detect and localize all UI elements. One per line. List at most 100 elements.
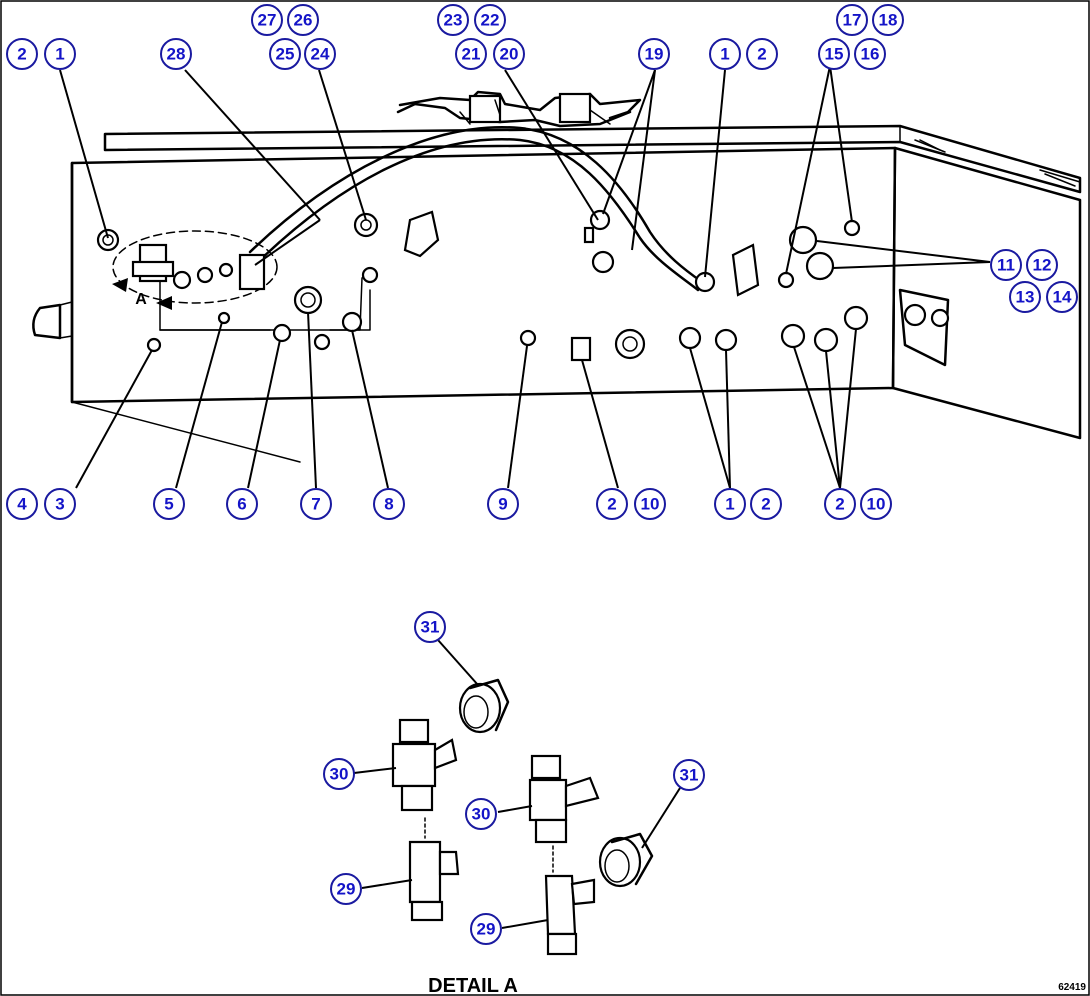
union-fitting-top — [458, 678, 510, 734]
callout-30-left: 30 — [323, 758, 355, 790]
callout-13: 13 — [1009, 281, 1041, 313]
callout-2-label: 2 — [17, 45, 26, 64]
callout-1-label: 1 — [55, 45, 64, 64]
callout-23: 23 — [437, 4, 469, 36]
callout-24: 24 — [304, 38, 336, 70]
tee-fitting-left — [391, 718, 458, 812]
callout-30-label: 30 — [330, 765, 349, 784]
callout-12-label: 12 — [1033, 256, 1052, 275]
cabinet-top-lid — [103, 124, 1082, 194]
callout-31-top: 31 — [414, 611, 446, 643]
callout-20: 20 — [493, 38, 525, 70]
callout-26-label: 26 — [294, 11, 313, 30]
callout-3: 3 — [44, 488, 76, 520]
callout-11: 11 — [990, 249, 1022, 281]
callout-2-label: 2 — [835, 495, 844, 514]
callout-4: 4 — [6, 488, 38, 520]
callout-2-top-right: 2 — [746, 38, 778, 70]
tee-fitting-right — [528, 754, 600, 844]
callout-2-label: 2 — [607, 495, 616, 514]
union-fitting-right — [598, 832, 654, 888]
cabinet-side-door — [891, 146, 1082, 440]
callout-1-bottom: 1 — [714, 488, 746, 520]
callout-25: 25 — [269, 38, 301, 70]
callout-25-label: 25 — [276, 45, 295, 64]
callout-2-top-left: 2 — [6, 38, 38, 70]
callout-28: 28 — [160, 38, 192, 70]
callout-17-label: 17 — [843, 11, 862, 30]
callout-10-bottom-mid: 10 — [634, 488, 666, 520]
callout-18: 18 — [872, 4, 904, 36]
callout-17: 17 — [836, 4, 868, 36]
cabinet-front-panel — [70, 146, 897, 404]
callout-2-bottom-right-a: 2 — [750, 488, 782, 520]
callout-12: 12 — [1026, 249, 1058, 281]
callout-21: 21 — [455, 38, 487, 70]
callout-16: 16 — [854, 38, 886, 70]
callout-27-label: 27 — [258, 11, 277, 30]
callout-2-bottom-right-b: 2 — [824, 488, 856, 520]
callout-8-label: 8 — [384, 495, 393, 514]
callout-27: 27 — [251, 4, 283, 36]
callout-14-label: 14 — [1053, 288, 1072, 307]
callout-7-label: 7 — [311, 495, 320, 514]
figure-id: 62419 — [1058, 982, 1086, 993]
view-a-label: A — [135, 291, 147, 308]
elbow-fitting-right — [544, 845, 596, 956]
detail-a-drawing — [391, 678, 654, 956]
callout-4-label: 4 — [17, 495, 27, 514]
callout-26: 26 — [287, 4, 319, 36]
callout-29-label: 29 — [477, 920, 496, 939]
callout-18-label: 18 — [879, 11, 898, 30]
callout-2-label: 2 — [761, 495, 770, 514]
callout-9: 9 — [487, 488, 519, 520]
callout-13-label: 13 — [1016, 288, 1035, 307]
elbow-fitting-left — [408, 817, 460, 922]
callout-29-left: 29 — [330, 873, 362, 905]
callout-22-label: 22 — [481, 11, 500, 30]
callout-30-right: 30 — [465, 798, 497, 830]
callout-15: 15 — [818, 38, 850, 70]
callout-29-right: 29 — [470, 913, 502, 945]
callout-23-label: 23 — [444, 11, 463, 30]
callout-2-label: 2 — [757, 45, 766, 64]
callout-10-bottom-right: 10 — [860, 488, 892, 520]
callout-5: 5 — [153, 488, 185, 520]
callout-19: 19 — [638, 38, 670, 70]
callout-20-label: 20 — [500, 45, 519, 64]
callout-19-label: 19 — [645, 45, 664, 64]
callout-31-right: 31 — [673, 759, 705, 791]
callout-6: 6 — [226, 488, 258, 520]
callout-28-label: 28 — [167, 45, 186, 64]
callout-15-label: 15 — [825, 45, 844, 64]
callout-31-label: 31 — [680, 766, 699, 785]
callout-1-top-right: 1 — [709, 38, 741, 70]
callout-21-label: 21 — [462, 45, 481, 64]
callout-30-label: 30 — [472, 805, 491, 824]
leader-lines — [59, 65, 991, 929]
callout-24-label: 24 — [311, 45, 330, 64]
callout-1-label: 1 — [725, 495, 734, 514]
callout-11-label: 11 — [997, 256, 1015, 275]
callout-7: 7 — [300, 488, 332, 520]
callout-3-label: 3 — [55, 495, 64, 514]
callout-29-label: 29 — [337, 880, 356, 899]
callout-5-label: 5 — [164, 495, 173, 514]
main-assembly-drawing — [32, 90, 1082, 463]
callout-1-top-left: 1 — [44, 38, 76, 70]
callout-10-label: 10 — [641, 495, 660, 514]
callout-16-label: 16 — [861, 45, 880, 64]
callout-1-label: 1 — [720, 45, 729, 64]
top-valve-assembly — [396, 90, 642, 128]
callout-31-label: 31 — [421, 618, 440, 637]
callout-8: 8 — [373, 488, 405, 520]
callout-2-bottom-mid: 2 — [596, 488, 628, 520]
callout-14: 14 — [1046, 281, 1078, 313]
detail-caption: DETAIL A — [428, 975, 518, 996]
callout-9-label: 9 — [498, 495, 507, 514]
callout-22: 22 — [474, 4, 506, 36]
left-side-knob — [32, 303, 62, 340]
callout-10-label: 10 — [867, 495, 886, 514]
